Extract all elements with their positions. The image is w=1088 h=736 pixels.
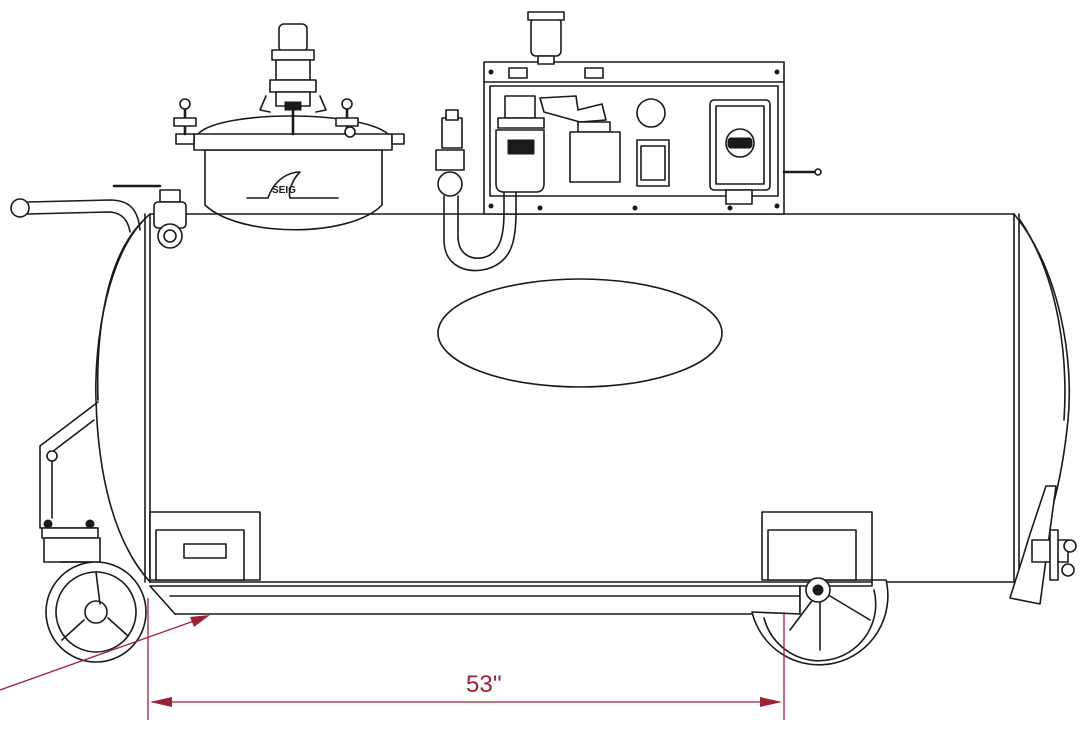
right-wheel	[751, 577, 889, 666]
push-handle	[10, 184, 162, 233]
base-frame-rail	[149, 585, 801, 615]
right-skid-bracket	[761, 511, 873, 581]
right-end-valve	[1009, 485, 1077, 605]
label-oval	[437, 278, 723, 388]
left-caster-wheel	[45, 561, 147, 663]
dimension-label: 53''	[466, 671, 502, 698]
lid-assembly: SEIG	[173, 23, 405, 231]
tank-logo-text: SEIG	[272, 185, 296, 196]
suction-hose	[435, 109, 517, 272]
leader-line	[0, 615, 210, 691]
left-caster-bracket	[39, 401, 103, 601]
dimension-53in: 53''	[147, 598, 785, 720]
drain-valve	[153, 189, 187, 249]
control-panel	[483, 11, 822, 215]
left-skid-bracket	[149, 511, 261, 581]
